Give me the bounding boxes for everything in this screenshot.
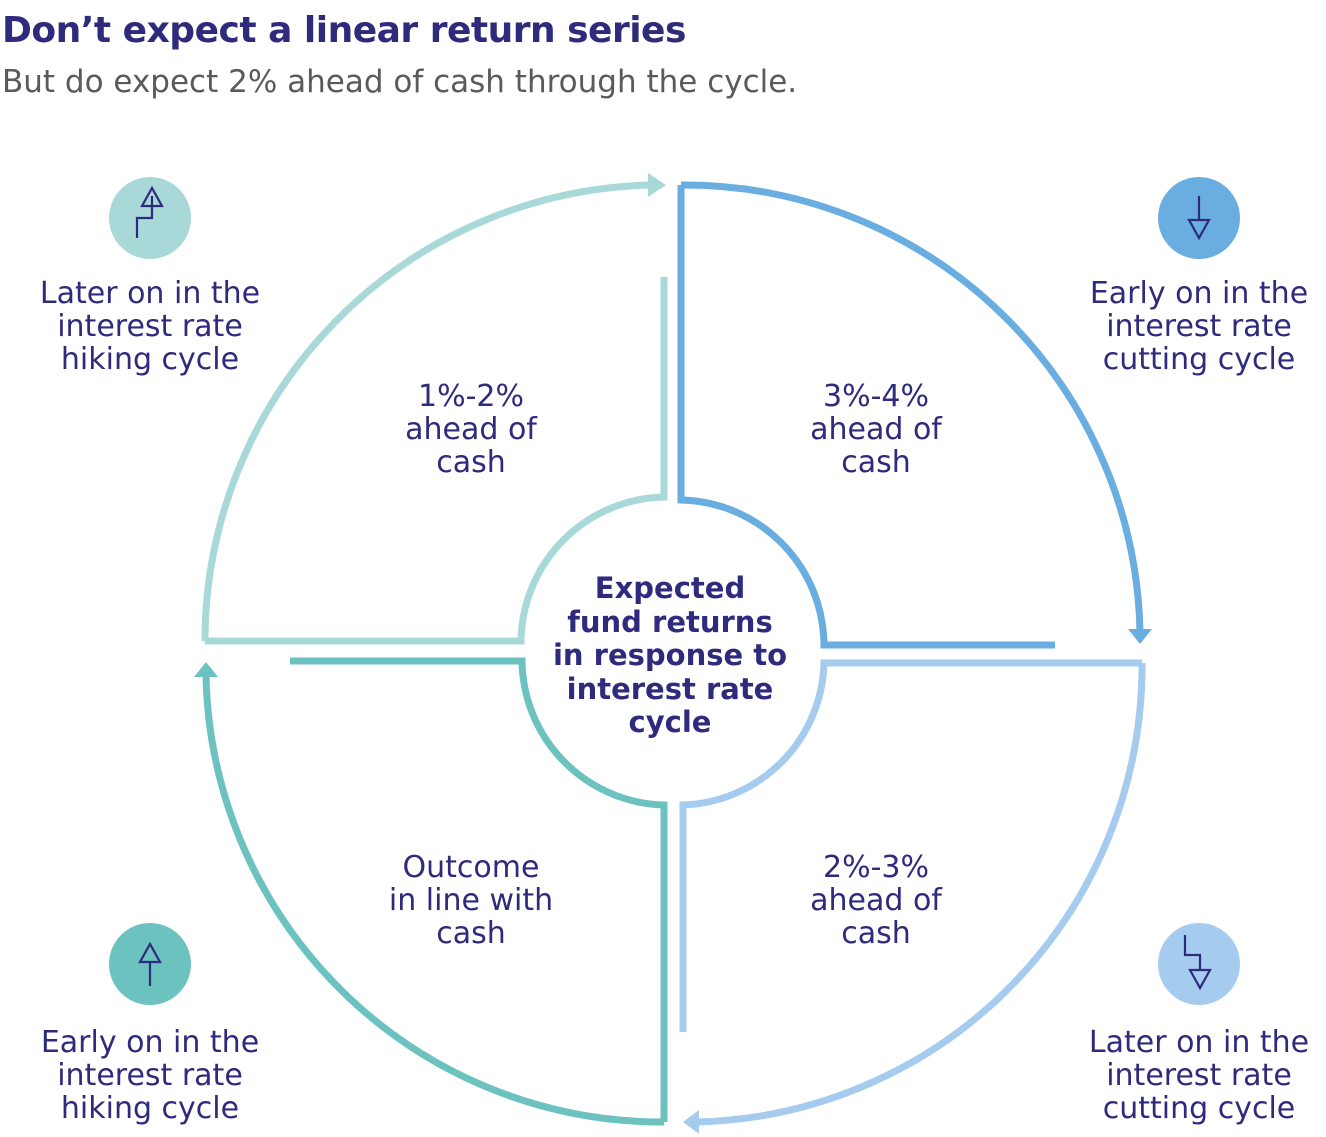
- quadrant-outline-later-hiking: [201, 181, 668, 645]
- outer-arc-early-hiking: [202, 675, 665, 1126]
- outer-arc-later-cutting: [695, 662, 1146, 1126]
- inner-border-early-hiking: [290, 657, 668, 1122]
- inner-border-early-cutting: [677, 185, 1055, 649]
- center-label: Expected fund returns in response to int…: [552, 571, 788, 739]
- return-label-early-hiking: Outcome in line with cash: [388, 850, 554, 951]
- return-label-later-hiking: 1%-2% ahead of cash: [405, 379, 537, 480]
- step-up-arrow-icon: [109, 177, 191, 259]
- phase-label-later-cutting: Later on in the interest rate cutting cy…: [1088, 1025, 1310, 1126]
- phase-label-early-cutting: Early on in the interest rate cutting cy…: [1089, 276, 1309, 377]
- diagram-subtitle: But do expect 2% ahead of cash through t…: [2, 64, 798, 100]
- return-label-later-cutting: 2%-3% ahead of cash: [810, 850, 942, 951]
- arrowhead-early-cutting: [1128, 629, 1152, 644]
- arrowhead-early-hiking: [194, 662, 218, 677]
- phase-label-early-hiking: Early on in the interest rate hiking cyc…: [40, 1025, 260, 1126]
- inner-border-later-cutting: [679, 659, 1142, 1032]
- step-down-arrow-icon: [1158, 923, 1240, 1005]
- arrowhead-later-hiking: [648, 173, 666, 197]
- quadrant-outline-later-cutting: [679, 659, 1146, 1126]
- return-label-early-cutting: 3%-4% ahead of cash: [810, 379, 942, 480]
- diagram-title: Don’t expect a linear return series: [2, 10, 686, 51]
- up-arrow-icon: [109, 923, 191, 1005]
- quadrant-outline-early-hiking: [202, 657, 668, 1126]
- down-arrow-icon: [1158, 177, 1240, 259]
- inner-border-later-hiking: [205, 277, 668, 645]
- arrowhead-later-cutting: [683, 1110, 699, 1134]
- phase-label-later-hiking: Later on in the interest rate hiking cyc…: [39, 276, 261, 377]
- outer-arc-later-hiking: [201, 181, 652, 642]
- outer-arc-early-cutting: [680, 181, 1144, 633]
- quadrant-outline-early-cutting: [677, 181, 1144, 649]
